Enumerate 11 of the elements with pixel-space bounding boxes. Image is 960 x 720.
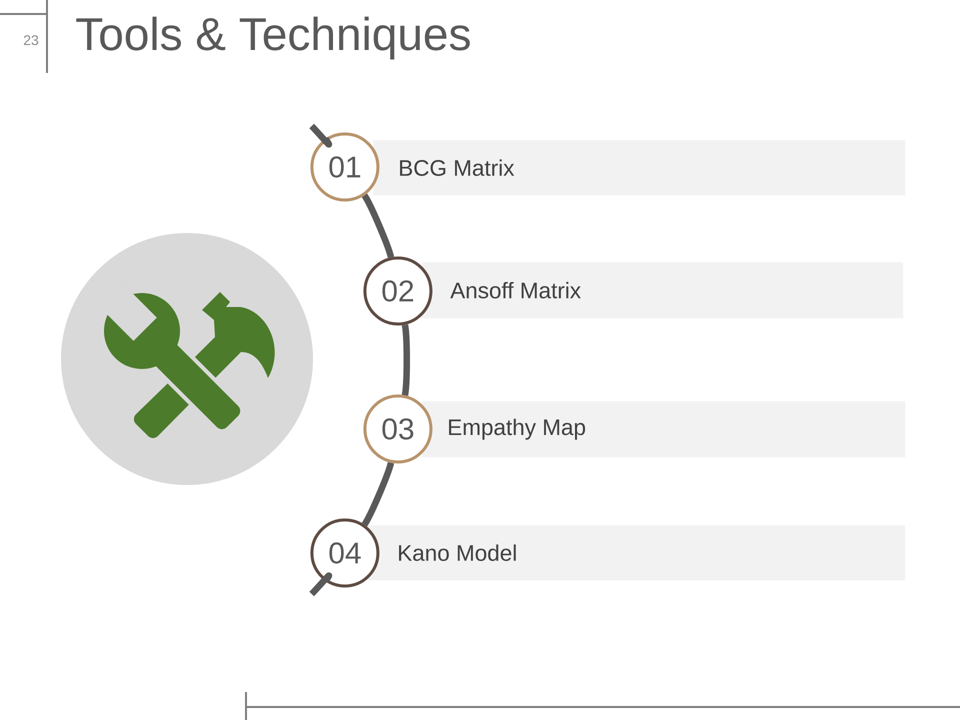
timeline-arc: [309, 574, 332, 596]
label-bar: Ansoff Matrix: [422, 262, 904, 318]
label-bar: BCG Matrix: [373, 140, 906, 196]
page-number: 23: [24, 35, 38, 46]
label-bar: Empathy Map: [422, 401, 906, 458]
timeline-arc: [309, 124, 332, 146]
timeline-arc: [362, 194, 394, 258]
label-bar: Kano Model: [367, 525, 906, 580]
timeline-arc: [362, 462, 394, 526]
title: Tools & Techniques: [76, 16, 470, 60]
timeline-arc: [402, 324, 410, 396]
